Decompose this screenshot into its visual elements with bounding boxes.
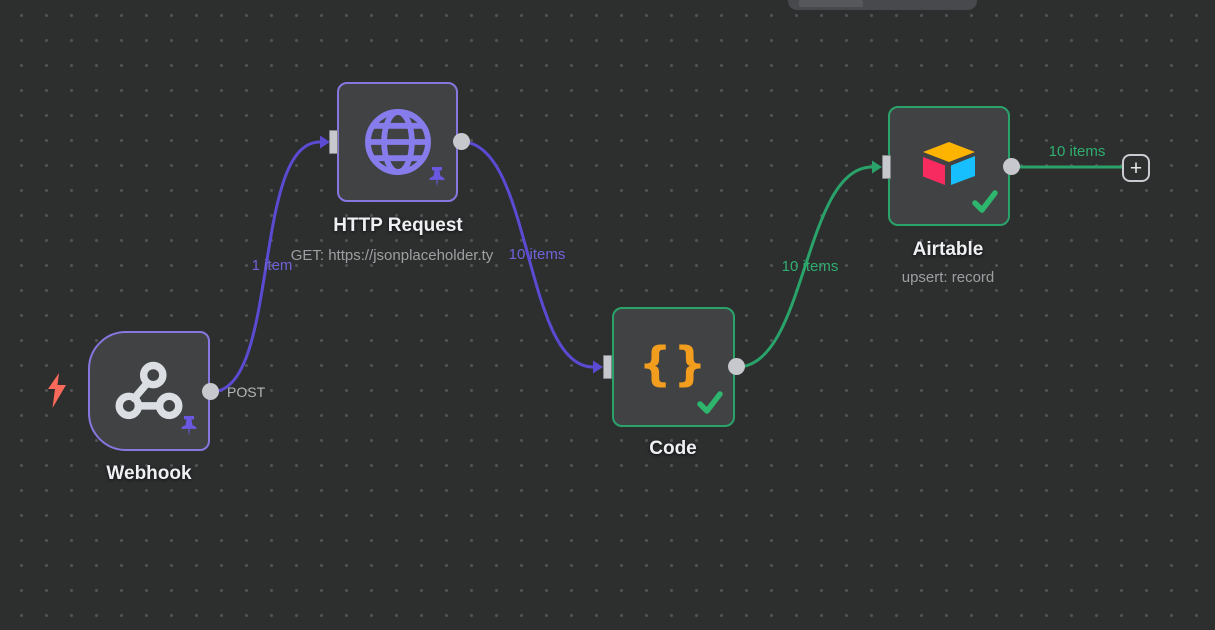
node-title-airtable: Airtable — [912, 239, 984, 260]
webhook-icon — [115, 361, 183, 420]
connection-label-airtable-to-new: 10 items — [1048, 143, 1106, 160]
connection-http-to-code[interactable] — [461, 140, 594, 369]
airtable-input-endpoint[interactable] — [882, 155, 891, 179]
connection-arrow-icon — [593, 360, 603, 374]
airtable-icon — [923, 142, 975, 185]
node-airtable[interactable] — [888, 106, 1010, 226]
connection-label-code-to-airtable: 10 items — [781, 258, 839, 275]
connection-code-to-airtable[interactable] — [736, 165, 873, 369]
toolbar-segment — [799, 0, 863, 7]
webhook-output-endpoint[interactable] — [202, 383, 219, 400]
pin-icon — [427, 166, 447, 193]
node-title-code: Code — [649, 438, 697, 459]
code-braces-icon: {} — [638, 337, 709, 391]
node-title-webhook: Webhook — [106, 463, 192, 484]
code-output-endpoint[interactable] — [728, 358, 745, 375]
success-check-icon — [970, 188, 1000, 219]
node-webhook[interactable] — [88, 331, 210, 451]
code-input-endpoint[interactable] — [603, 355, 612, 379]
plus-icon: + — [1129, 156, 1143, 180]
node-code[interactable]: {} — [612, 307, 735, 427]
airtable-output-endpoint[interactable] — [1003, 158, 1020, 175]
add-node-button[interactable]: + — [1122, 154, 1150, 182]
node-http-request[interactable] — [337, 82, 458, 202]
lightning-bolt-icon — [45, 372, 69, 414]
success-check-icon — [695, 389, 725, 420]
connection-label-http-to-code: 10 items — [508, 246, 566, 263]
connection-webhook-to-http[interactable] — [210, 140, 321, 394]
webhook-output-label: POST — [227, 384, 266, 400]
connection-arrow-icon — [320, 135, 330, 149]
connection-label-webhook-to-http: 1 item — [251, 257, 293, 274]
connection-arrow-icon — [872, 160, 882, 174]
node-title-http-request: HTTP Request — [333, 215, 463, 236]
node-subtitle-http-request: GET: https://jsonplaceholder.ty — [290, 247, 494, 264]
http-input-endpoint[interactable] — [329, 130, 338, 154]
http-output-endpoint[interactable] — [453, 133, 470, 150]
globe-icon — [364, 109, 431, 175]
pin-icon — [179, 415, 199, 442]
node-subtitle-airtable: upsert: record — [901, 269, 995, 286]
canvas-top-toolbar[interactable] — [788, 0, 977, 10]
